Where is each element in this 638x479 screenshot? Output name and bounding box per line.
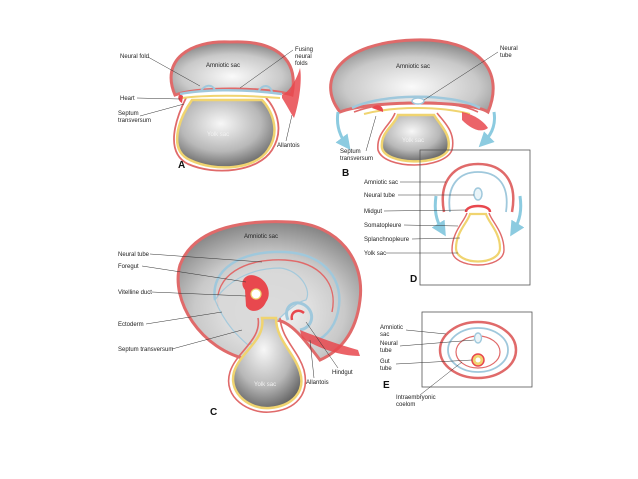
panel-d: Amniotic sac Neural tube Midgut Somatopl…	[364, 149, 531, 286]
panel-d-yolk-sac-label: Yolk sac	[364, 251, 386, 257]
panel-a-fusing-label-2: neural	[295, 54, 312, 60]
panel-b-neural-tube-label-2: tube	[500, 53, 512, 59]
panel-e-coelom-label-1: Intraembryonic	[396, 395, 436, 401]
panel-d-neural-tube	[473, 187, 483, 201]
panel-c-yolk-sac-label: Yolk sac	[254, 382, 276, 388]
panel-c-allantois	[300, 330, 360, 356]
panel-c-amniotic-sac-label: Amniotic sac	[244, 234, 278, 240]
panel-d-amniotic-sac-label: Amniotic sac	[364, 180, 398, 186]
panel-a-yolk-sac	[175, 98, 276, 169]
panel-c-yolk-sac	[231, 316, 303, 410]
panel-c-ectoderm-label: Ectoderm	[118, 322, 144, 328]
panel-e-neural-tube-label-1: Neural	[380, 341, 398, 347]
panel-a-amniotic-sac-label: Amniotic sac	[206, 63, 240, 69]
panel-d-letter: D	[410, 274, 417, 285]
panel-a: Neural fold Amniotic sac Fusing neural f…	[118, 40, 313, 172]
panel-e-gut-tube-label-1: Gut	[380, 359, 390, 365]
panel-e: Amniotic sac Neural tube Gut tube E Intr…	[380, 311, 533, 408]
panel-b-septum-label-1: Septum	[340, 149, 361, 155]
panel-e-letter: E	[383, 380, 390, 391]
panel-c-allantois-label: Allantois	[306, 380, 329, 386]
panel-a-septum-label-2: transversum	[118, 118, 151, 124]
panel-b-septum-label-2: transversum	[340, 156, 373, 162]
panel-a-heart-label: Heart	[120, 96, 135, 102]
panel-e-frame	[421, 311, 533, 388]
panel-c-letter: C	[210, 407, 217, 418]
panel-a-septum-label-1: Septum	[118, 111, 139, 117]
panel-d-yolk-sac	[454, 212, 502, 263]
panel-d-neural-tube-label: Neural tube	[364, 193, 396, 199]
panel-c-foregut-label: Foregut	[118, 264, 139, 270]
panel-e-coelom-label-2: coelom	[396, 402, 415, 408]
panel-c-hindgut-label: Hindgut	[332, 370, 353, 376]
panel-e-neural-tube	[473, 332, 483, 344]
panel-b: Amniotic sac Neural tube Yolk sac Septum…	[329, 38, 518, 179]
panel-a-neural-fold-label: Neural fold	[120, 54, 149, 60]
panel-b-neural-tube-label-1: Neural	[500, 46, 518, 52]
panel-d-midgut-label: Midgut	[364, 209, 382, 215]
panel-c-vitelline-duct-label: Vitelline duct	[118, 290, 152, 296]
panel-d-splanchnopleure-label: Splanchnopleure	[364, 237, 410, 243]
panel-a-allantois-label: Allantois	[277, 143, 300, 149]
panel-b-yolk-sac-label: Yolk sac	[402, 138, 424, 144]
panel-e-body-wall	[438, 320, 518, 380]
panel-e-amniotic-label-1: Amniotic	[380, 325, 403, 331]
panel-b-amniotic-sac-label: Amniotic sac	[396, 64, 430, 70]
panel-a-yolk-sac-label: Yolk sac	[207, 132, 229, 138]
panel-c-septum-label: Septum transversum	[118, 347, 173, 353]
panel-c-neural-tube-label: Neural tube	[118, 252, 150, 258]
panel-e-amniotic-label-2: sac	[380, 332, 389, 338]
panel-a-fusing-label-1: Fusing	[295, 47, 313, 53]
panel-b-neural-tube	[411, 97, 425, 105]
panel-a-fusing-label-3: folds	[295, 61, 308, 67]
panel-a-letter: A	[178, 160, 185, 171]
panel-e-gut-tube-label-2: tube	[380, 366, 392, 372]
panel-d-somatopleure-label: Somatopleure	[364, 223, 402, 229]
panel-c: Amniotic sac Neural tube Foregut Vitelli…	[118, 220, 363, 418]
panel-a-allantois	[282, 68, 301, 118]
panel-a-heart	[178, 94, 183, 103]
panel-d-frame	[419, 149, 531, 286]
panel-e-neural-tube-label-2: tube	[380, 348, 392, 354]
panel-b-letter: B	[342, 168, 349, 179]
